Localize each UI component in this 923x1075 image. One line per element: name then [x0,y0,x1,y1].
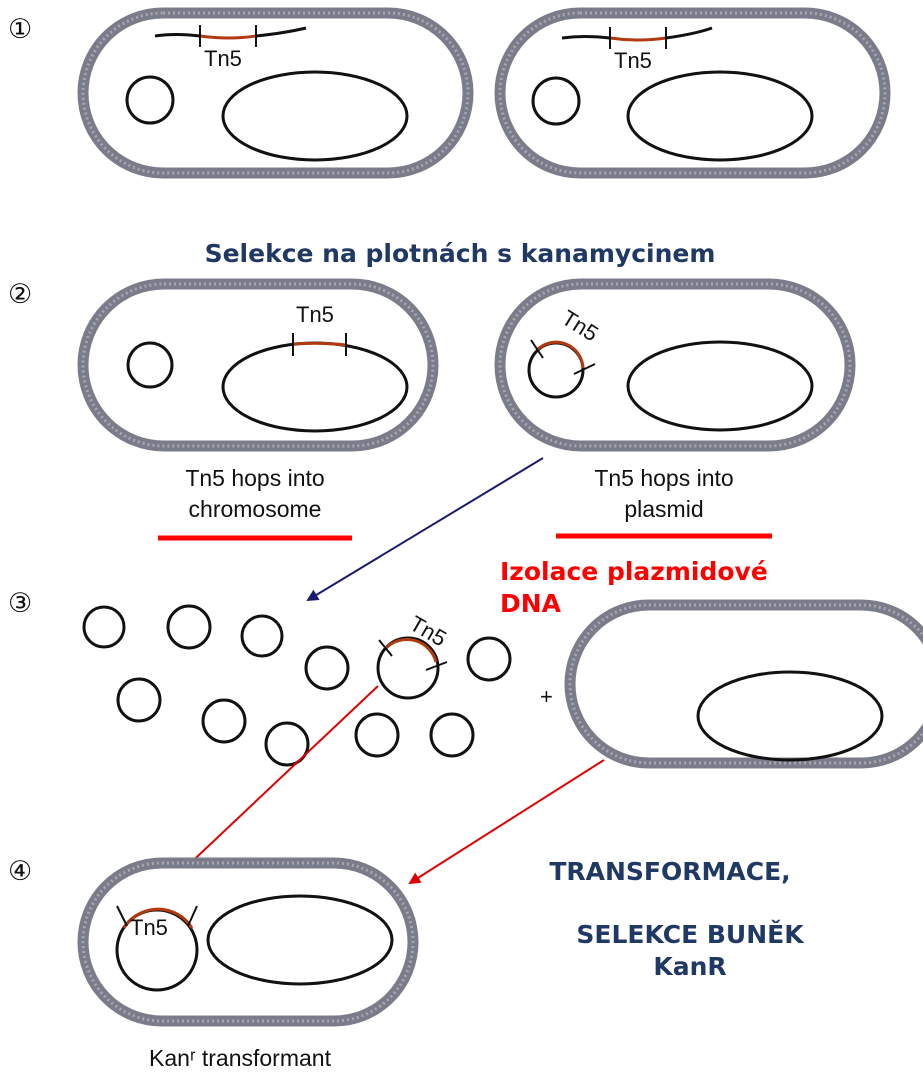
isolated-plasmids: Tn5 [82,604,512,767]
plasmid-transfer-arrow [162,685,379,890]
tn5-segment [535,340,585,369]
donor-dna-strand [154,33,201,38]
tn5-boundary-tick [187,905,198,927]
tn5-label: Tn5 [130,915,168,940]
isolation-heading-line1: Izolace plazmidové [500,557,768,586]
tn5-boundary-tick [116,905,128,927]
plasmid-circle [166,604,212,650]
tn5-boundary-tick [573,363,596,375]
plasmid-circle [125,75,175,125]
step-2-cell-chromosome: Tn5 [77,278,439,452]
tn5-label: Tn5 [204,46,242,71]
isolation-heading-line2: DNA [500,589,562,618]
plasmid-circle [429,712,475,758]
chromosome-ellipse [206,894,394,986]
plasmid-circle [354,712,400,758]
tn5-plasmid: Tn5 [376,611,451,700]
tn5-label: Tn5 [296,302,334,327]
tn5-boundary-tick [425,661,448,671]
selection-heading: Selekce na plotnách s kanamycinem [205,239,716,268]
step-4-number: ④ [8,856,32,887]
tn5-segment [609,36,667,42]
plasmid-circle [116,677,162,723]
donor-dna-strand [255,26,307,38]
tn5-label: Tn5 [406,611,451,652]
donor-dna-strand [561,35,611,40]
step-3-recipient-cell [564,599,923,769]
transformation-heading-line1: TRANSFORMACE, [549,857,790,886]
chromosome-ellipse [696,670,884,762]
tn5-segment [199,34,257,40]
plasmid-caption-line2: plasmid [624,496,703,522]
chromosome-ellipse [221,70,409,162]
step-1-number: ① [8,14,32,45]
tn5-segment [122,907,194,929]
transformant-caption: Kanʳ transformant [149,1045,332,1071]
plasmid-circle [264,721,310,767]
step-1-cell-right: Tn5 [494,7,891,179]
step-2-cell-plasmid: Tn5 [494,278,856,452]
plasmid-circle [82,605,126,649]
tn5-boundary-tick [530,339,544,359]
chromosome-caption-line2: chromosome [189,496,322,522]
plasmid-circle [240,614,284,658]
plasmid-circle [126,341,174,389]
chromosome-ellipse [626,70,814,162]
plus-sign: + [540,684,553,709]
step-2-number: ② [8,279,32,310]
chromosome-caption-line1: Tn5 hops into [185,465,324,491]
plasmid-circle [531,76,581,126]
transformation-heading-line3: KanR [653,952,726,981]
step-3-number: ③ [8,588,32,619]
donor-dna-strand [665,26,713,40]
chromosome-ellipse [626,340,814,432]
tn5-boundary-tick [378,639,393,657]
plasmid-circle [201,698,247,744]
tn5-segment [292,341,347,347]
cell-transfer-arrow [408,759,605,885]
tn5-label: Tn5 [614,48,652,73]
isolation-arrow [306,457,544,602]
step-1-cell-left: Tn5 [77,7,474,179]
tn5-segment [384,637,438,663]
transformation-heading-line2: SELEKCE BUNĚK [576,920,805,949]
plasmid-circle [304,645,350,691]
plasmid-circle [466,636,512,682]
step-4-transformed-cell: Tn5 [77,857,419,1027]
plasmid-caption-line1: Tn5 hops into [594,465,733,491]
